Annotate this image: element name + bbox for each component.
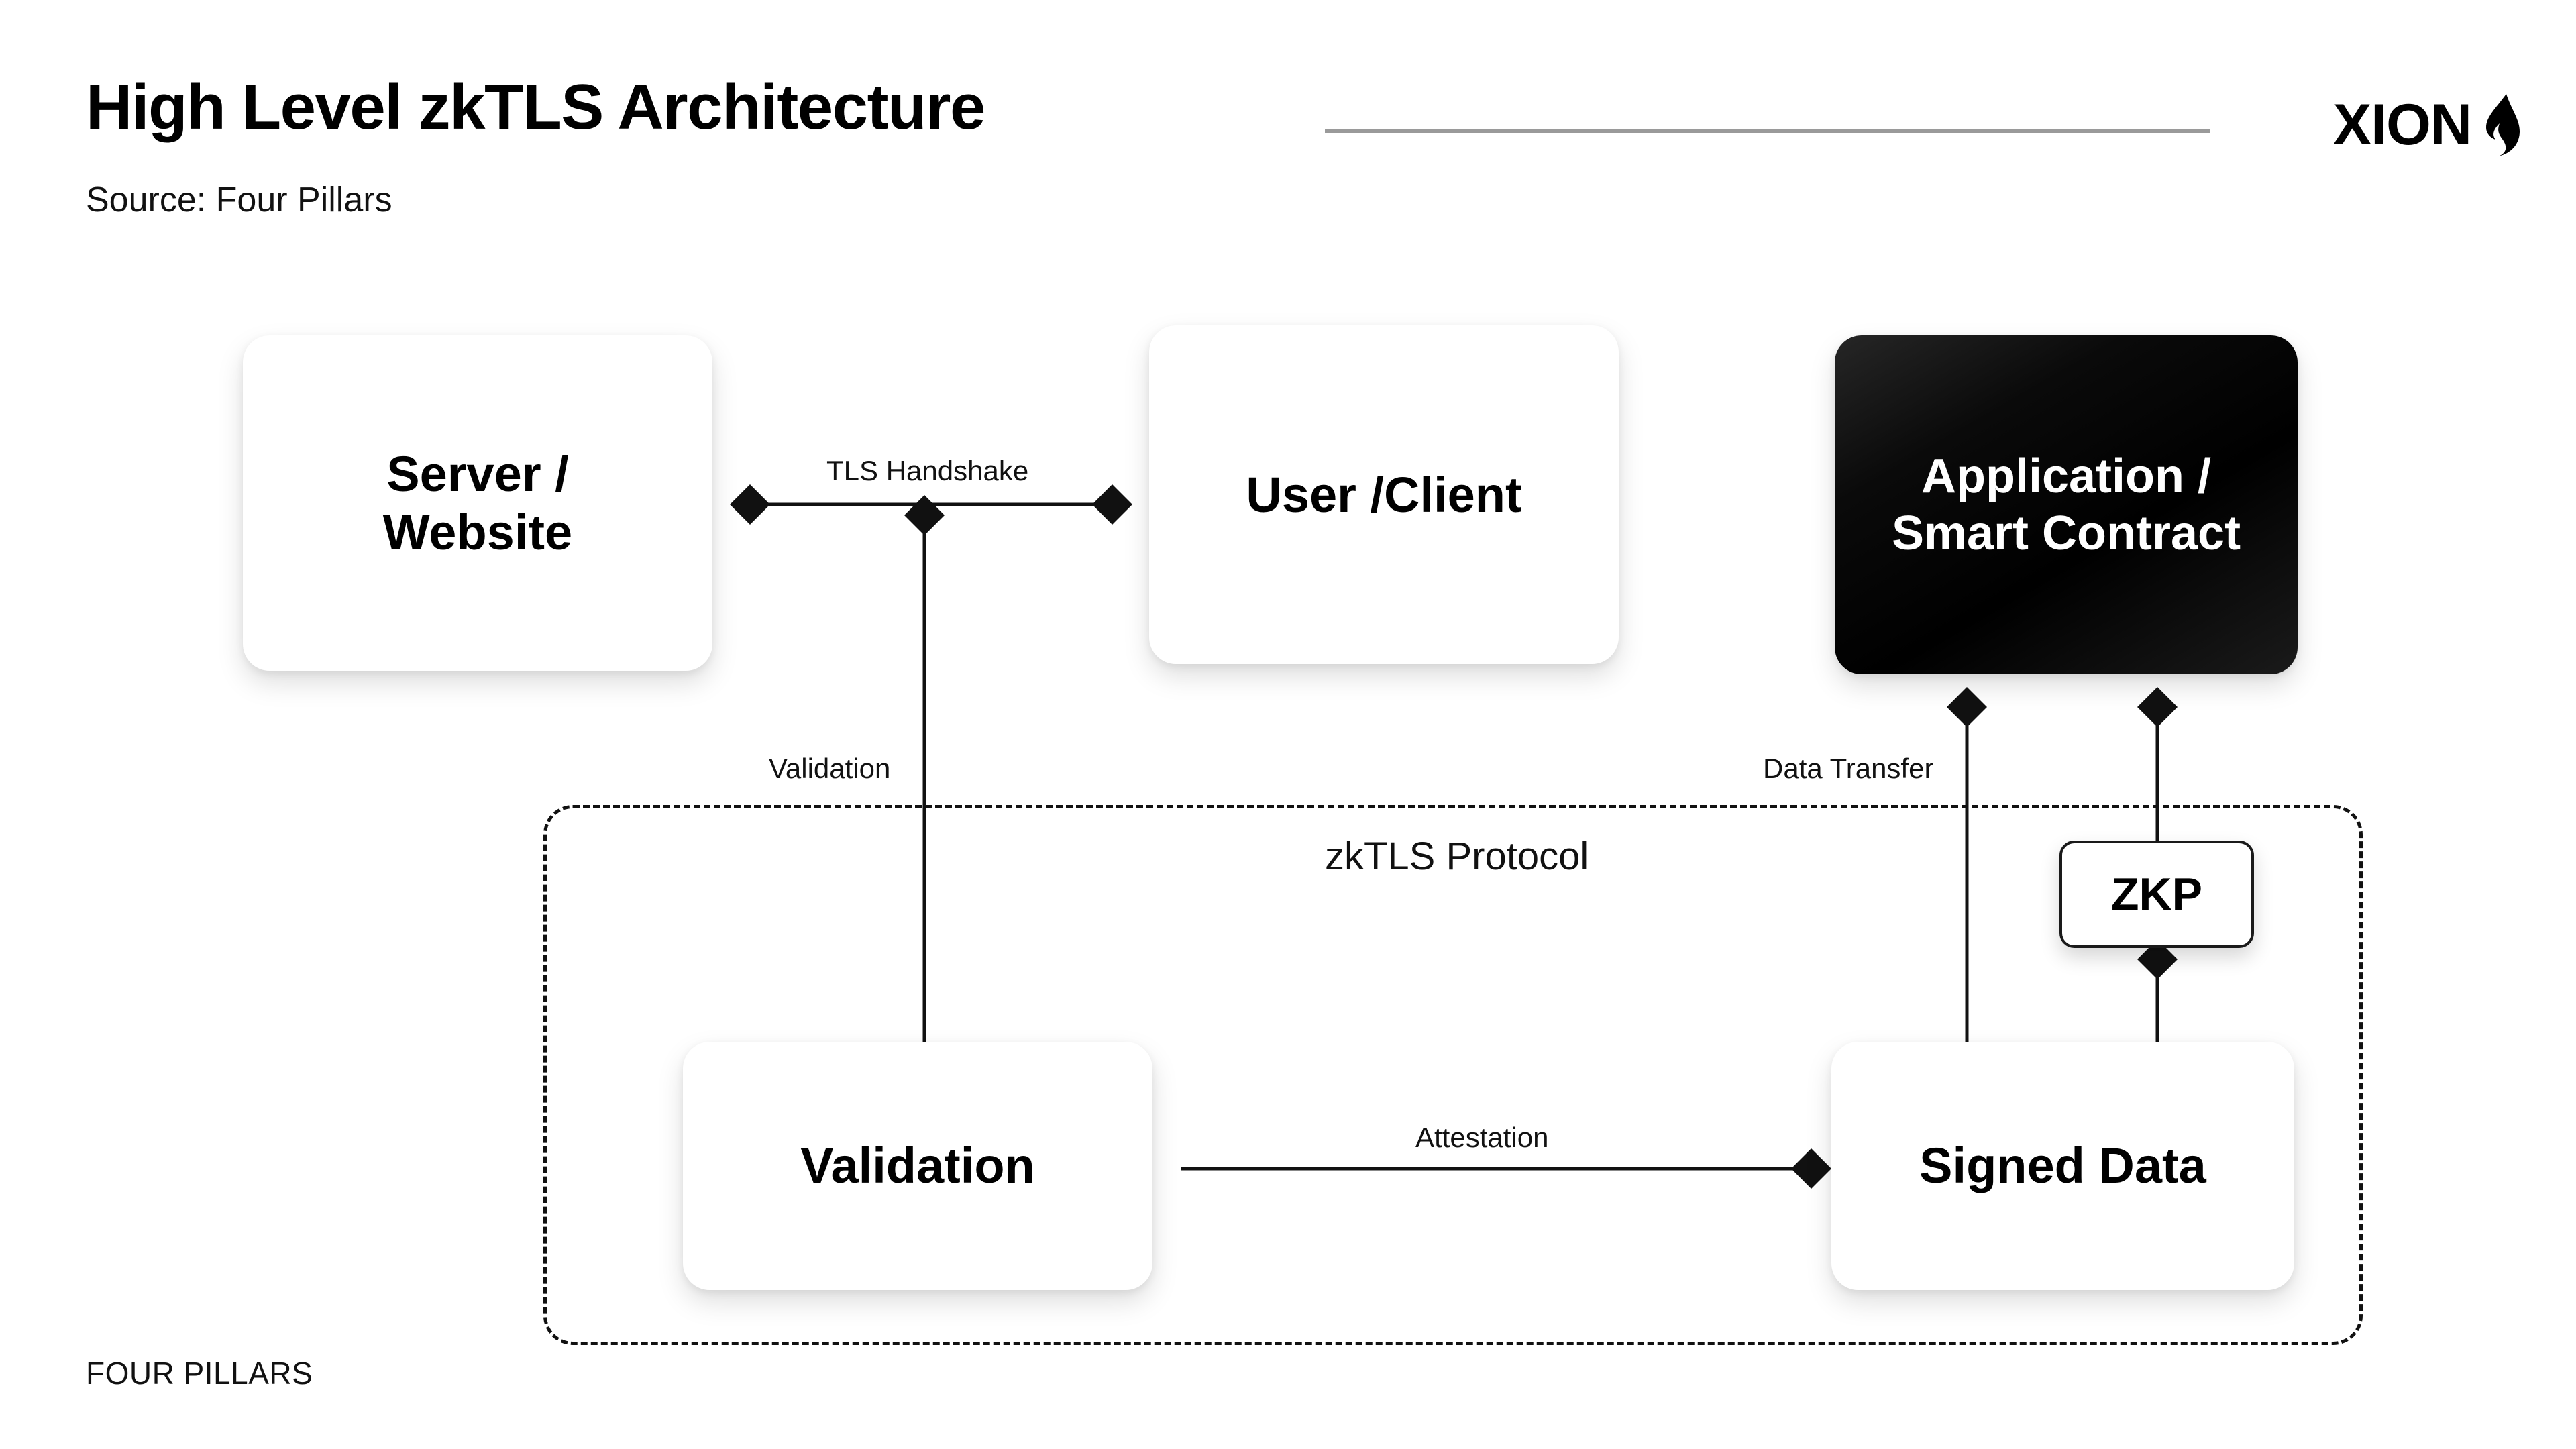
zktls-protocol-container bbox=[543, 805, 2363, 1345]
edge-label-attestation: Attestation bbox=[1415, 1122, 1549, 1153]
page-title: High Level zkTLS Architecture bbox=[86, 71, 985, 143]
edge-label-tls-handshake: TLS Handshake bbox=[826, 455, 1029, 486]
node-server-website[interactable]: Server / Website bbox=[243, 335, 712, 671]
edge-label-data-transfer: Data Transfer bbox=[1763, 753, 1934, 784]
node-label: ZKP bbox=[2111, 868, 2202, 920]
node-label: User /Client bbox=[1246, 466, 1522, 523]
logo-wordmark: XION bbox=[2332, 93, 2472, 157]
title-divider bbox=[1325, 129, 2210, 133]
edge-label-validation: Validation bbox=[769, 753, 891, 784]
node-application-smart-contract[interactable]: Application / Smart Contract bbox=[1835, 335, 2298, 674]
node-validation[interactable]: Validation bbox=[683, 1042, 1152, 1290]
node-label: Validation bbox=[800, 1138, 1035, 1194]
xion-logo: XION bbox=[2333, 93, 2522, 157]
node-user-client[interactable]: User /Client bbox=[1149, 325, 1619, 664]
zktls-protocol-label: zkTLS Protocol bbox=[1325, 835, 1589, 878]
footer-brand: FOUR PILLARS bbox=[86, 1356, 313, 1391]
node-label: Application / Smart Contract bbox=[1891, 449, 2241, 560]
node-zkp[interactable]: ZKP bbox=[2059, 841, 2254, 948]
page-subtitle: Source: Four Pillars bbox=[86, 180, 392, 219]
node-label: Server / Website bbox=[382, 445, 573, 560]
flame-icon bbox=[2486, 94, 2520, 156]
node-signed-data[interactable]: Signed Data bbox=[1831, 1042, 2294, 1290]
node-label: Signed Data bbox=[1919, 1138, 2206, 1194]
